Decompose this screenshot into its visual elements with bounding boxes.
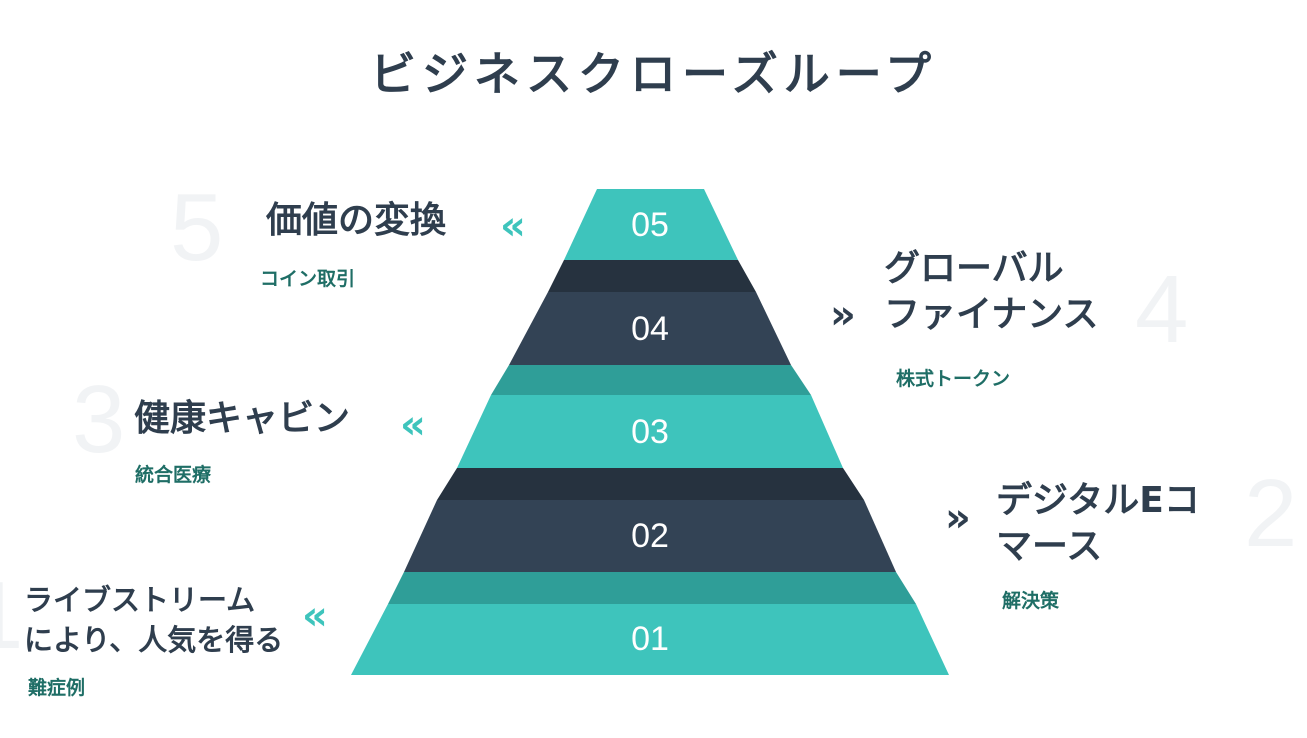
level-3-label-line-1: 健康キャビン [134, 398, 351, 439]
level-2-sublabel: 解決策 [1002, 590, 1060, 612]
level-1-sublabel: 難症例 [28, 677, 86, 699]
level-3-sublabel: 統合医療 [135, 464, 212, 486]
level-3-label: 健康キャビン [134, 396, 350, 442]
level-2-label-line-2: マース [996, 526, 1103, 567]
step-04 [509, 292, 791, 365]
step-01-number: 01 [631, 620, 669, 658]
step-02 [404, 500, 896, 572]
chevron-left-icon: « [500, 203, 526, 249]
connector-04-03 [491, 365, 811, 395]
connector-02-01 [388, 572, 916, 604]
level-4-sublabel: 株式トークン [896, 368, 1011, 390]
level-1-label: ライブストリーム により、人気を得る [24, 580, 283, 660]
connector-03-02 [437, 468, 864, 500]
level-4-label-line-1: グローバル [884, 248, 1064, 289]
step-05-number: 05 [631, 206, 669, 244]
level-1-big-number: 1 [0, 568, 23, 664]
chevron-left-icon: « [302, 593, 328, 639]
level-2-label-line-1: デジタルEコ [996, 480, 1200, 521]
step-04-number: 04 [631, 310, 669, 348]
level-2-big-number: 2 [1244, 460, 1298, 567]
step-03-number: 03 [631, 413, 669, 451]
step-05 [564, 189, 738, 260]
level-5-sublabel: コイン取引 [260, 268, 356, 290]
level-5-label-line-1: 価値の変換 [266, 200, 447, 241]
level-1-label-line-1: ライブストリーム [24, 583, 256, 617]
level-1-label-line-2: により、人気を得る [24, 623, 284, 657]
level-2-label: デジタルEコ マース [996, 478, 1200, 570]
chevron-right-icon: » [830, 292, 856, 338]
level-4-label-line-2: ファイナンス [884, 294, 1099, 335]
level-3-big-number: 3 [72, 366, 126, 473]
chevron-left-icon: « [400, 402, 426, 448]
level-5-label: 価値の変換 [266, 198, 446, 244]
page-title: ビジネスクローズループ [370, 47, 937, 101]
step-02-number: 02 [631, 517, 669, 555]
level-4-big-number: 4 [1135, 256, 1189, 363]
connector-05-04 [548, 260, 756, 292]
level-4-label: グローバル ファイナンス [884, 246, 1099, 338]
chevron-right-icon: » [945, 495, 971, 541]
level-5-big-number: 5 [170, 174, 224, 281]
step-03 [457, 395, 843, 468]
step-01 [351, 604, 949, 675]
